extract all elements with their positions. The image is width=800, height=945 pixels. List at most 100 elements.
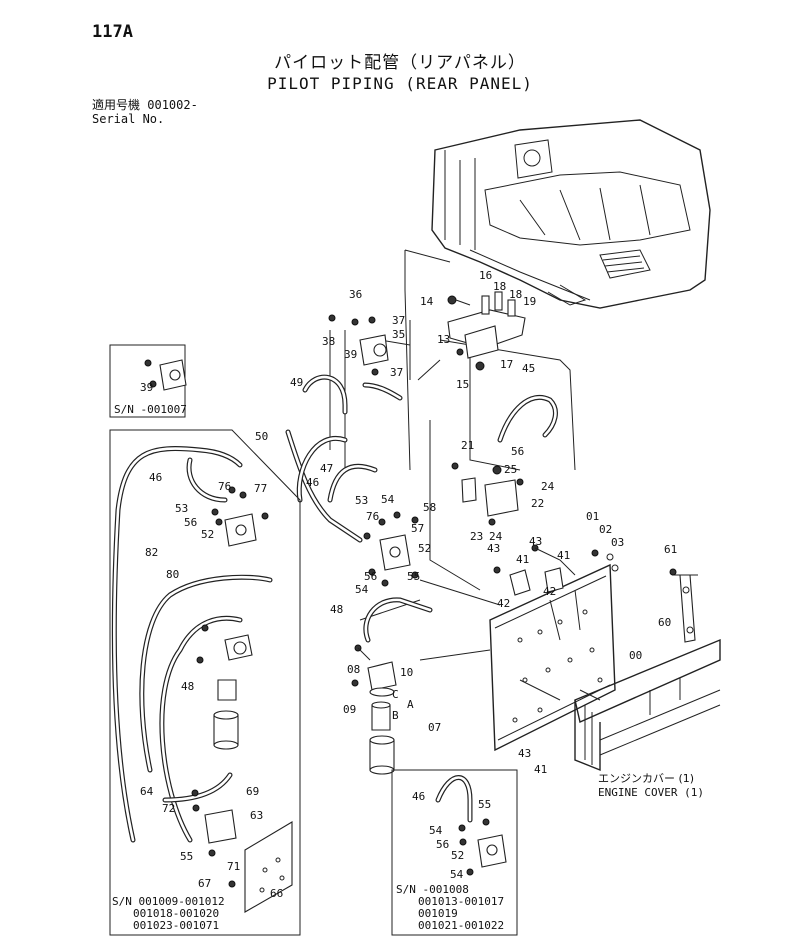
callout-C: C [392, 688, 399, 701]
callout-38: 38 [322, 335, 335, 348]
callout-54: 54 [450, 868, 464, 881]
inset-sn-001009 [109, 429, 301, 936]
callout-55: 55 [478, 798, 491, 811]
callout-50: 50 [255, 430, 268, 443]
callout-48: 48 [181, 680, 194, 693]
callout-17: 17 [500, 358, 513, 371]
callout-48: 48 [330, 603, 343, 616]
filter-assembly-07 [351, 644, 397, 775]
note-sn-001008-line2: 001013-001017 [418, 895, 504, 908]
callout-63: 63 [250, 809, 263, 822]
callout-41: 41 [557, 549, 570, 562]
callout-B: B [392, 709, 399, 722]
callout-37: 37 [390, 366, 403, 379]
callout-54: 54 [429, 824, 443, 837]
callout-35: 35 [392, 328, 405, 341]
callout-45: 45 [522, 362, 535, 375]
valve-35 [328, 314, 389, 376]
rear-panel [489, 563, 616, 752]
valve-52-center [363, 511, 419, 587]
callout-00: 00 [629, 649, 642, 662]
callout-23: 23 [470, 530, 483, 543]
callout-39: 39 [344, 348, 357, 361]
callout-18: 18 [493, 280, 506, 293]
callout-53: 53 [175, 502, 188, 515]
callout-A: A [407, 698, 414, 711]
callout-56: 56 [436, 838, 449, 851]
page-number: 117A [92, 22, 133, 42]
callout-54: 54 [355, 583, 369, 596]
callout-52: 52 [201, 528, 214, 541]
captions: S/N -001007 S/N 001009-001012 001018-001… [112, 403, 704, 932]
callout-43: 43 [487, 542, 500, 555]
callout-15: 15 [456, 378, 469, 391]
callout-52: 52 [451, 849, 464, 862]
valve-22 [451, 462, 619, 596]
valve-block-upper [447, 291, 526, 371]
callout-82: 82 [145, 546, 158, 559]
callout-21: 21 [461, 439, 474, 452]
callout-22: 22 [531, 497, 544, 510]
callout-57: 57 [411, 522, 424, 535]
callout-80: 80 [166, 568, 179, 581]
callout-24: 24 [541, 480, 555, 493]
callout-42: 42 [543, 585, 556, 598]
callout-56: 56 [511, 445, 524, 458]
callout-54: 54 [381, 493, 395, 506]
machine-body-illustration [431, 119, 711, 309]
callout-67: 67 [198, 877, 211, 890]
callout-56: 56 [364, 570, 377, 583]
callout-01: 01 [586, 510, 599, 523]
callout-56: 56 [184, 516, 197, 529]
callout-47: 47 [320, 462, 333, 475]
callout-19: 19 [523, 295, 536, 308]
callout-37: 37 [392, 314, 405, 327]
serial-value: 001002- [147, 98, 198, 112]
callout-66: 66 [270, 887, 283, 900]
page-title-jp: パイロット配管（リアパネル） [274, 53, 526, 73]
callout-76: 76 [366, 510, 379, 523]
callout-10: 10 [400, 666, 413, 679]
serial-label-en: Serial No. [92, 112, 165, 126]
note-sn-001009-line1: S/N 001009-001012 [112, 895, 225, 908]
engine-cover-label-jp: エンジンカバー (1) [598, 772, 694, 785]
serial-info: 適用号機 001002- Serial No. [92, 98, 198, 126]
callout-55: 55 [180, 850, 193, 863]
note-sn-001009-line3: 001023-001071 [133, 919, 219, 932]
callout-42: 42 [497, 597, 510, 610]
callout-52: 52 [418, 542, 431, 555]
callout-69: 69 [246, 785, 259, 798]
callout-64: 64 [140, 785, 154, 798]
callout-18: 18 [509, 288, 522, 301]
inset-sn-001007 [109, 344, 187, 418]
callout-43: 43 [518, 747, 531, 760]
serial-label-jp: 適用号機 [92, 98, 141, 112]
callout-13: 13 [437, 333, 450, 346]
callout-43: 43 [529, 535, 542, 548]
bracket-60 [669, 568, 698, 643]
callout-71: 71 [227, 860, 240, 873]
callout-46: 46 [149, 471, 162, 484]
callout-58: 58 [423, 501, 436, 514]
inset-sn-001008 [391, 769, 518, 936]
callout-03: 03 [611, 536, 624, 549]
callout-labels: 36 37 35 38 39 37 49 14 16 18 18 19 13 1… [140, 269, 677, 900]
callout-16: 16 [479, 269, 492, 282]
callout-77: 77 [254, 482, 267, 495]
callout-39: 39 [140, 381, 153, 394]
callout-41: 41 [534, 763, 547, 776]
callout-49: 49 [290, 376, 303, 389]
engine-cover-label-en: ENGINE COVER (1) [598, 786, 704, 799]
callout-60: 60 [658, 616, 671, 629]
callout-61: 61 [664, 543, 677, 556]
callout-46: 46 [306, 476, 319, 489]
page-title-en: PILOT PIPING (REAR PANEL) [267, 74, 533, 93]
note-sn-001008-line4: 001021-001022 [418, 919, 504, 932]
callout-08: 08 [347, 663, 360, 676]
callout-55: 55 [407, 570, 420, 583]
callout-53: 53 [355, 494, 368, 507]
callout-41: 41 [516, 553, 529, 566]
callout-07: 07 [428, 721, 441, 734]
callout-09: 09 [343, 703, 356, 716]
